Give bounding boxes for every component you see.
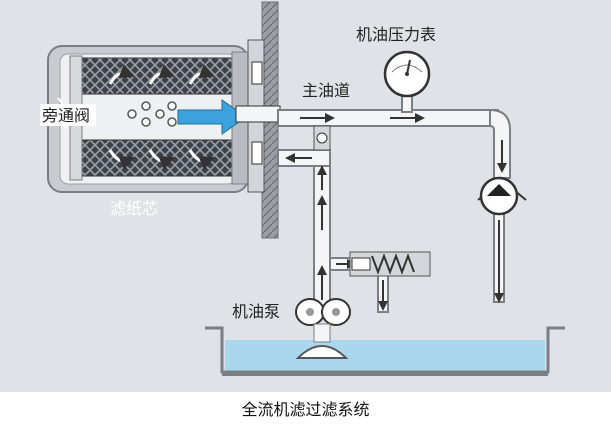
- bypass-label-bg: [40, 104, 96, 126]
- label-filter-element: 滤纸芯: [110, 199, 158, 218]
- oil-filtration-diagram: 机油压力表 主油道 旁通阀 滤纸芯 机油泵: [0, 0, 611, 392]
- label-main-oil-gallery: 主油道: [302, 81, 350, 100]
- label-bypass-valve: 旁通阀: [42, 106, 90, 125]
- pressure-gauge-icon: [383, 50, 431, 98]
- filter-adapter: [235, 39, 281, 193]
- label-pressure-gauge: 机油压力表: [356, 25, 436, 44]
- filter-flow-arrows: [108, 64, 215, 170]
- oil-pickup-strainer: [295, 323, 349, 359]
- oil-sump: [205, 326, 565, 376]
- main-flow-arrow: [177, 99, 247, 135]
- figure-caption: 全流机滤过滤系统: [241, 400, 370, 419]
- label-oil-pump: 机油泵: [232, 302, 280, 321]
- oil-pump-icon: [295, 298, 351, 326]
- oil-bubbles: [127, 101, 177, 127]
- check-valve: [313, 125, 331, 151]
- pressure-relief-valve: [349, 251, 431, 277]
- pipe-flow-arrows: [285, 113, 507, 311]
- regulator-valve-icon: [477, 176, 527, 216]
